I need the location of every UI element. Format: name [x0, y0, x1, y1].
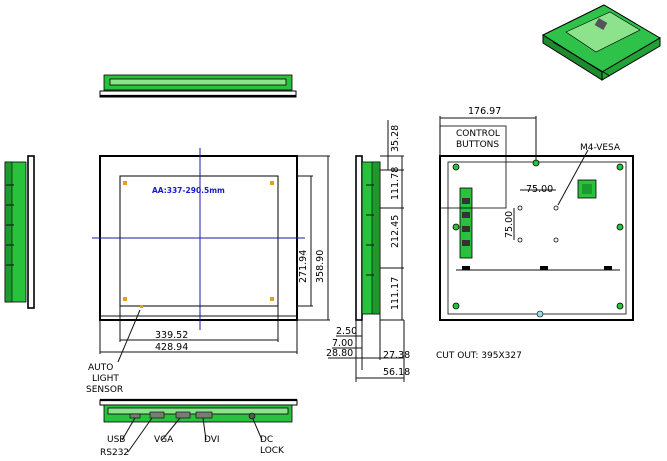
lock-label: LOCK — [260, 446, 285, 456]
side-d8-dim: 56.18 — [383, 367, 410, 378]
side-d6-dim: 111.17 — [390, 277, 401, 310]
auto-light-label-3: SENSOR — [86, 385, 123, 395]
vga-label: VGA — [154, 435, 174, 445]
bottom-view: USB RS232 VGA DVI DC LOCK — [99, 398, 298, 458]
side-d4-dim: 111.78 — [390, 167, 401, 200]
active-width-dim: 339.52 — [155, 330, 188, 341]
front-view: AA:337-290.5mm 271.94 358.90 339.52 428.… — [86, 148, 330, 395]
overall-height-dim: 358.90 — [315, 250, 326, 283]
auto-light-label-1: AUTO — [88, 363, 113, 373]
side-d1-dim: 2.50 — [336, 326, 357, 337]
right-side-view: 35.28 111.78 212.45 111.17 2.50 7.00 28.… — [326, 120, 410, 382]
active-height-dim: 271.94 — [298, 250, 309, 283]
overall-width-dim: 428.94 — [155, 342, 188, 353]
rear-view: 176.97 CONTROL BUTTONS 75.00 75.00 M4-VE… — [436, 106, 634, 361]
side-d5-dim: 212.45 — [390, 215, 401, 248]
rs232-label: RS232 — [100, 448, 129, 458]
side-d3-dim: 28.80 — [326, 348, 353, 359]
side-top-dim: 35.28 — [390, 125, 401, 152]
rear-width-dim: 176.97 — [468, 106, 501, 117]
side-d7-dim: 27.38 — [383, 350, 410, 361]
isometric-thumbnail — [541, 4, 661, 81]
m4-vesa-label: M4-VESA — [580, 143, 621, 153]
vesa-h-dim: 75.00 — [526, 184, 553, 195]
vesa-v-dim: 75.00 — [504, 211, 515, 238]
side-d2-dim: 7.00 — [332, 338, 353, 349]
dc-label: DC — [260, 435, 273, 445]
usb-label: USB — [107, 435, 125, 445]
top-view — [99, 74, 297, 98]
auto-light-label-2: LIGHT — [92, 374, 119, 384]
active-area-label: AA:337-290.5mm — [152, 186, 225, 195]
dvi-label: DVI — [204, 435, 220, 445]
control-buttons-label-2: BUTTONS — [456, 140, 499, 150]
left-side-view — [4, 155, 35, 309]
control-buttons-label-1: CONTROL — [456, 129, 500, 139]
cut-out-label: CUT OUT: 395X327 — [436, 351, 522, 361]
